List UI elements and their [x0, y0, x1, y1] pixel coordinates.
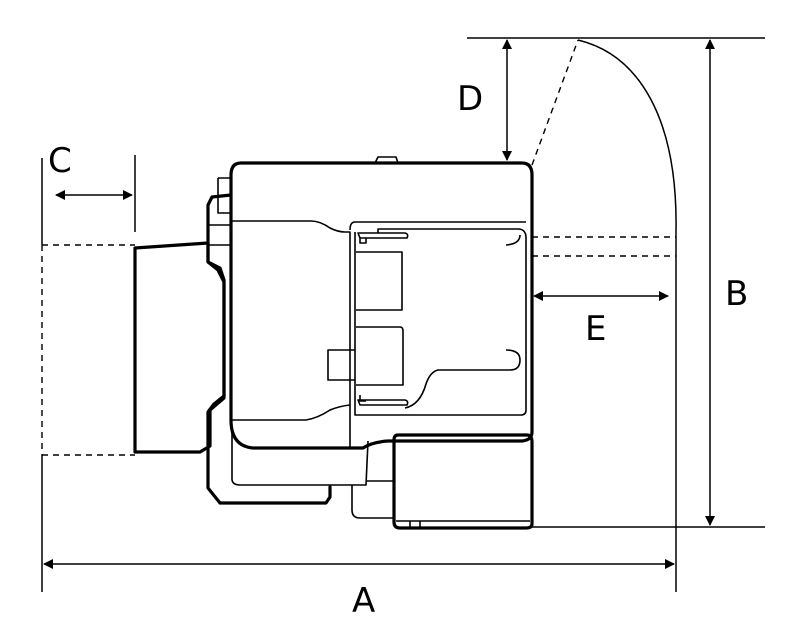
- top-button: [374, 156, 399, 164]
- label-a: A: [352, 581, 375, 621]
- label-b: B: [725, 274, 748, 314]
- paper-slot-upper: [356, 251, 403, 311]
- left-side-panel: [206, 193, 332, 505]
- printer-illustration: [133, 156, 534, 530]
- label-d: D: [457, 79, 483, 119]
- lid-swing-arc: [577, 39, 677, 233]
- left-panel-lines: [208, 224, 231, 246]
- paper-guide-bottom: [357, 395, 409, 406]
- scanner-edge-bottom: [231, 404, 351, 421]
- cassette-handle: [396, 520, 530, 529]
- adf-output-curve: [404, 234, 521, 409]
- main-body: [229, 161, 534, 450]
- dimension-lines: [41, 37, 765, 592]
- adf-frame: [354, 228, 527, 416]
- paper-slot-lower: [356, 326, 404, 386]
- paper-handle: [327, 349, 355, 381]
- lower-foot: [351, 485, 395, 519]
- label-c: C: [48, 141, 72, 181]
- lid-open-dashed: [531, 39, 579, 166]
- paper-guide-top: [357, 232, 409, 244]
- paper-cassette: [392, 433, 534, 530]
- scanner-edge-top: [231, 220, 351, 448]
- left-tray: [133, 241, 226, 454]
- lower-unit: [231, 428, 369, 486]
- adf-top: [349, 221, 526, 231]
- label-e: E: [585, 309, 606, 349]
